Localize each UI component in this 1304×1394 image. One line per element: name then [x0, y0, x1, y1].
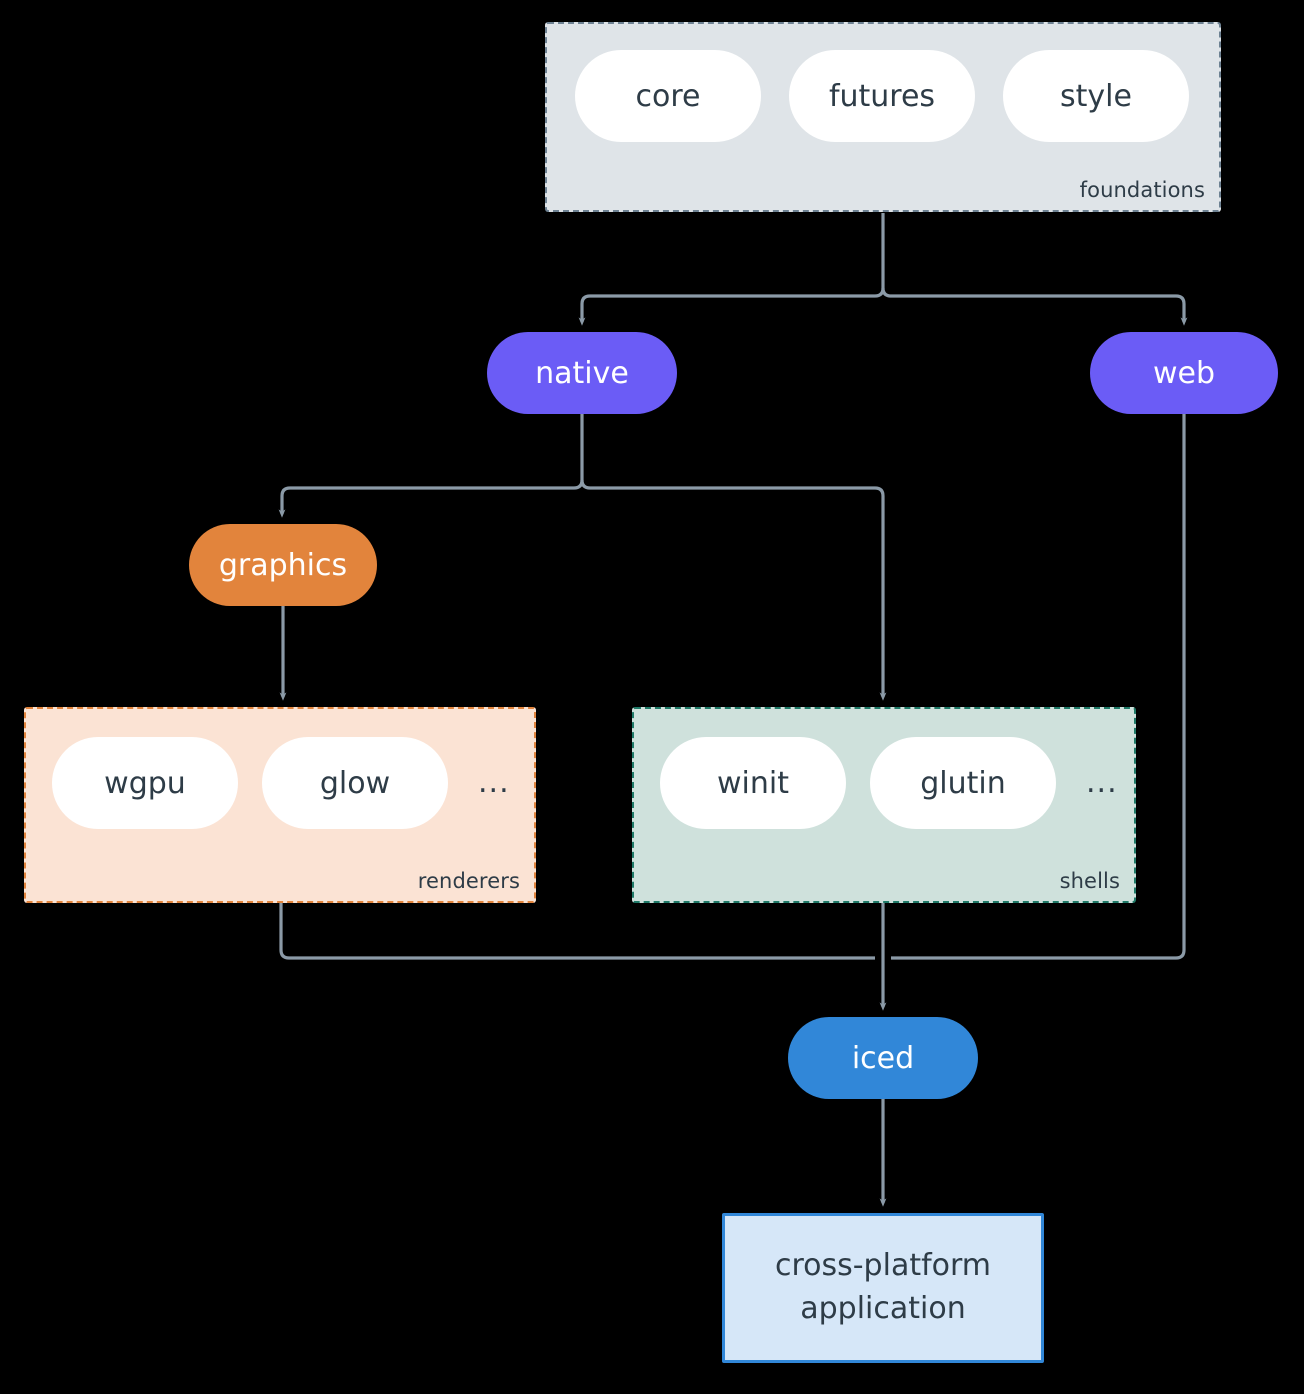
node-native-label: native: [535, 355, 629, 391]
edge-foundations-to-web: [881, 287, 1188, 326]
group-label-foundations: foundations: [1079, 178, 1205, 202]
chip-style[interactable]: style: [1003, 50, 1189, 142]
group-foundations[interactable]: core futures style foundations: [545, 22, 1221, 212]
group-label-shells: shells: [1059, 869, 1120, 893]
node-graphics[interactable]: graphics: [189, 524, 377, 606]
group-shells[interactable]: winit glutin ... shells: [632, 707, 1136, 903]
chip-core[interactable]: core: [575, 50, 761, 142]
node-iced-label: iced: [851, 1040, 915, 1076]
application-label-line1: cross-platform: [774, 1248, 992, 1284]
chip-futures[interactable]: futures: [789, 50, 975, 142]
chip-wgpu[interactable]: wgpu: [52, 737, 238, 829]
edge-foundations-to-native: [578, 287, 885, 326]
renderers-chip-row: wgpu glow ...: [52, 737, 516, 829]
group-renderers[interactable]: wgpu glow ... renderers: [24, 707, 536, 903]
edge-native-to-shells: [580, 479, 887, 701]
chip-glow[interactable]: glow: [262, 737, 448, 829]
node-graphics-label: graphics: [218, 547, 348, 583]
shells-chip-row: winit glutin ...: [660, 737, 1124, 829]
chip-glutin[interactable]: glutin: [870, 737, 1056, 829]
edge-native-to-graphics: [278, 479, 584, 518]
node-web-label: web: [1152, 355, 1216, 391]
node-cross-platform-application[interactable]: cross-platform application: [722, 1213, 1044, 1363]
node-native[interactable]: native: [487, 332, 677, 414]
edge-renderers-to-iced: [279, 903, 875, 960]
foundations-chip-row: core futures style: [575, 50, 1189, 142]
chip-winit[interactable]: winit: [660, 737, 846, 829]
renderers-overflow-ellipsis: ...: [478, 765, 510, 800]
node-iced[interactable]: iced: [788, 1017, 978, 1099]
shells-overflow-ellipsis: ...: [1086, 765, 1118, 800]
group-label-renderers: renderers: [417, 869, 520, 893]
application-label-line2: application: [800, 1291, 966, 1326]
node-web[interactable]: web: [1090, 332, 1278, 414]
